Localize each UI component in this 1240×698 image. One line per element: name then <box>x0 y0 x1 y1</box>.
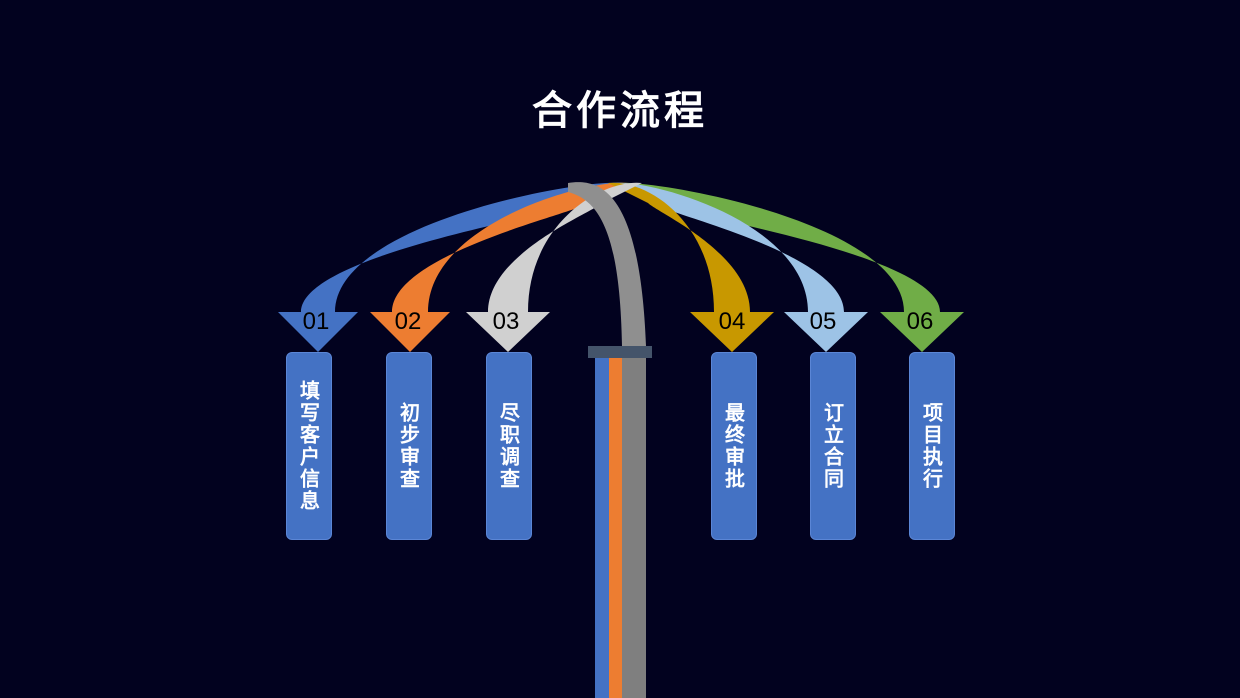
step-number: 03 <box>492 308 520 335</box>
step-box-5: 订立合同 <box>810 352 856 540</box>
arrow-04 <box>608 182 774 352</box>
arrow-05 <box>612 182 868 352</box>
step-number: 01 <box>302 308 330 335</box>
step-label: 项目执行 <box>919 402 944 490</box>
stem-stripe-orange <box>609 355 622 698</box>
stem <box>595 355 646 698</box>
step-label: 订立合同 <box>820 402 845 490</box>
arrow-03 <box>466 182 642 352</box>
step-label: 填写客户信息 <box>296 380 321 512</box>
step-box-1: 填写客户信息 <box>286 352 332 540</box>
step-label: 最终审批 <box>721 402 746 490</box>
step-number: 02 <box>394 308 422 335</box>
stem-stripe-gray <box>622 355 646 698</box>
stem-stripe-blue <box>595 355 609 698</box>
step-number: 04 <box>718 308 746 335</box>
step-box-4: 最终审批 <box>711 352 757 540</box>
step-box-3: 尽职调查 <box>486 352 532 540</box>
step-number: 05 <box>809 308 837 335</box>
step-number: 06 <box>906 308 934 335</box>
arrows-group <box>278 182 964 352</box>
step-label: 尽职调查 <box>496 402 521 490</box>
shaft-cap <box>568 182 646 346</box>
step-box-2: 初步审查 <box>386 352 432 540</box>
stem-collar <box>588 346 652 358</box>
arrow-02 <box>370 182 628 352</box>
step-box-6: 项目执行 <box>909 352 955 540</box>
page-title: 合作流程 <box>532 88 708 134</box>
step-label: 初步审查 <box>396 402 421 490</box>
